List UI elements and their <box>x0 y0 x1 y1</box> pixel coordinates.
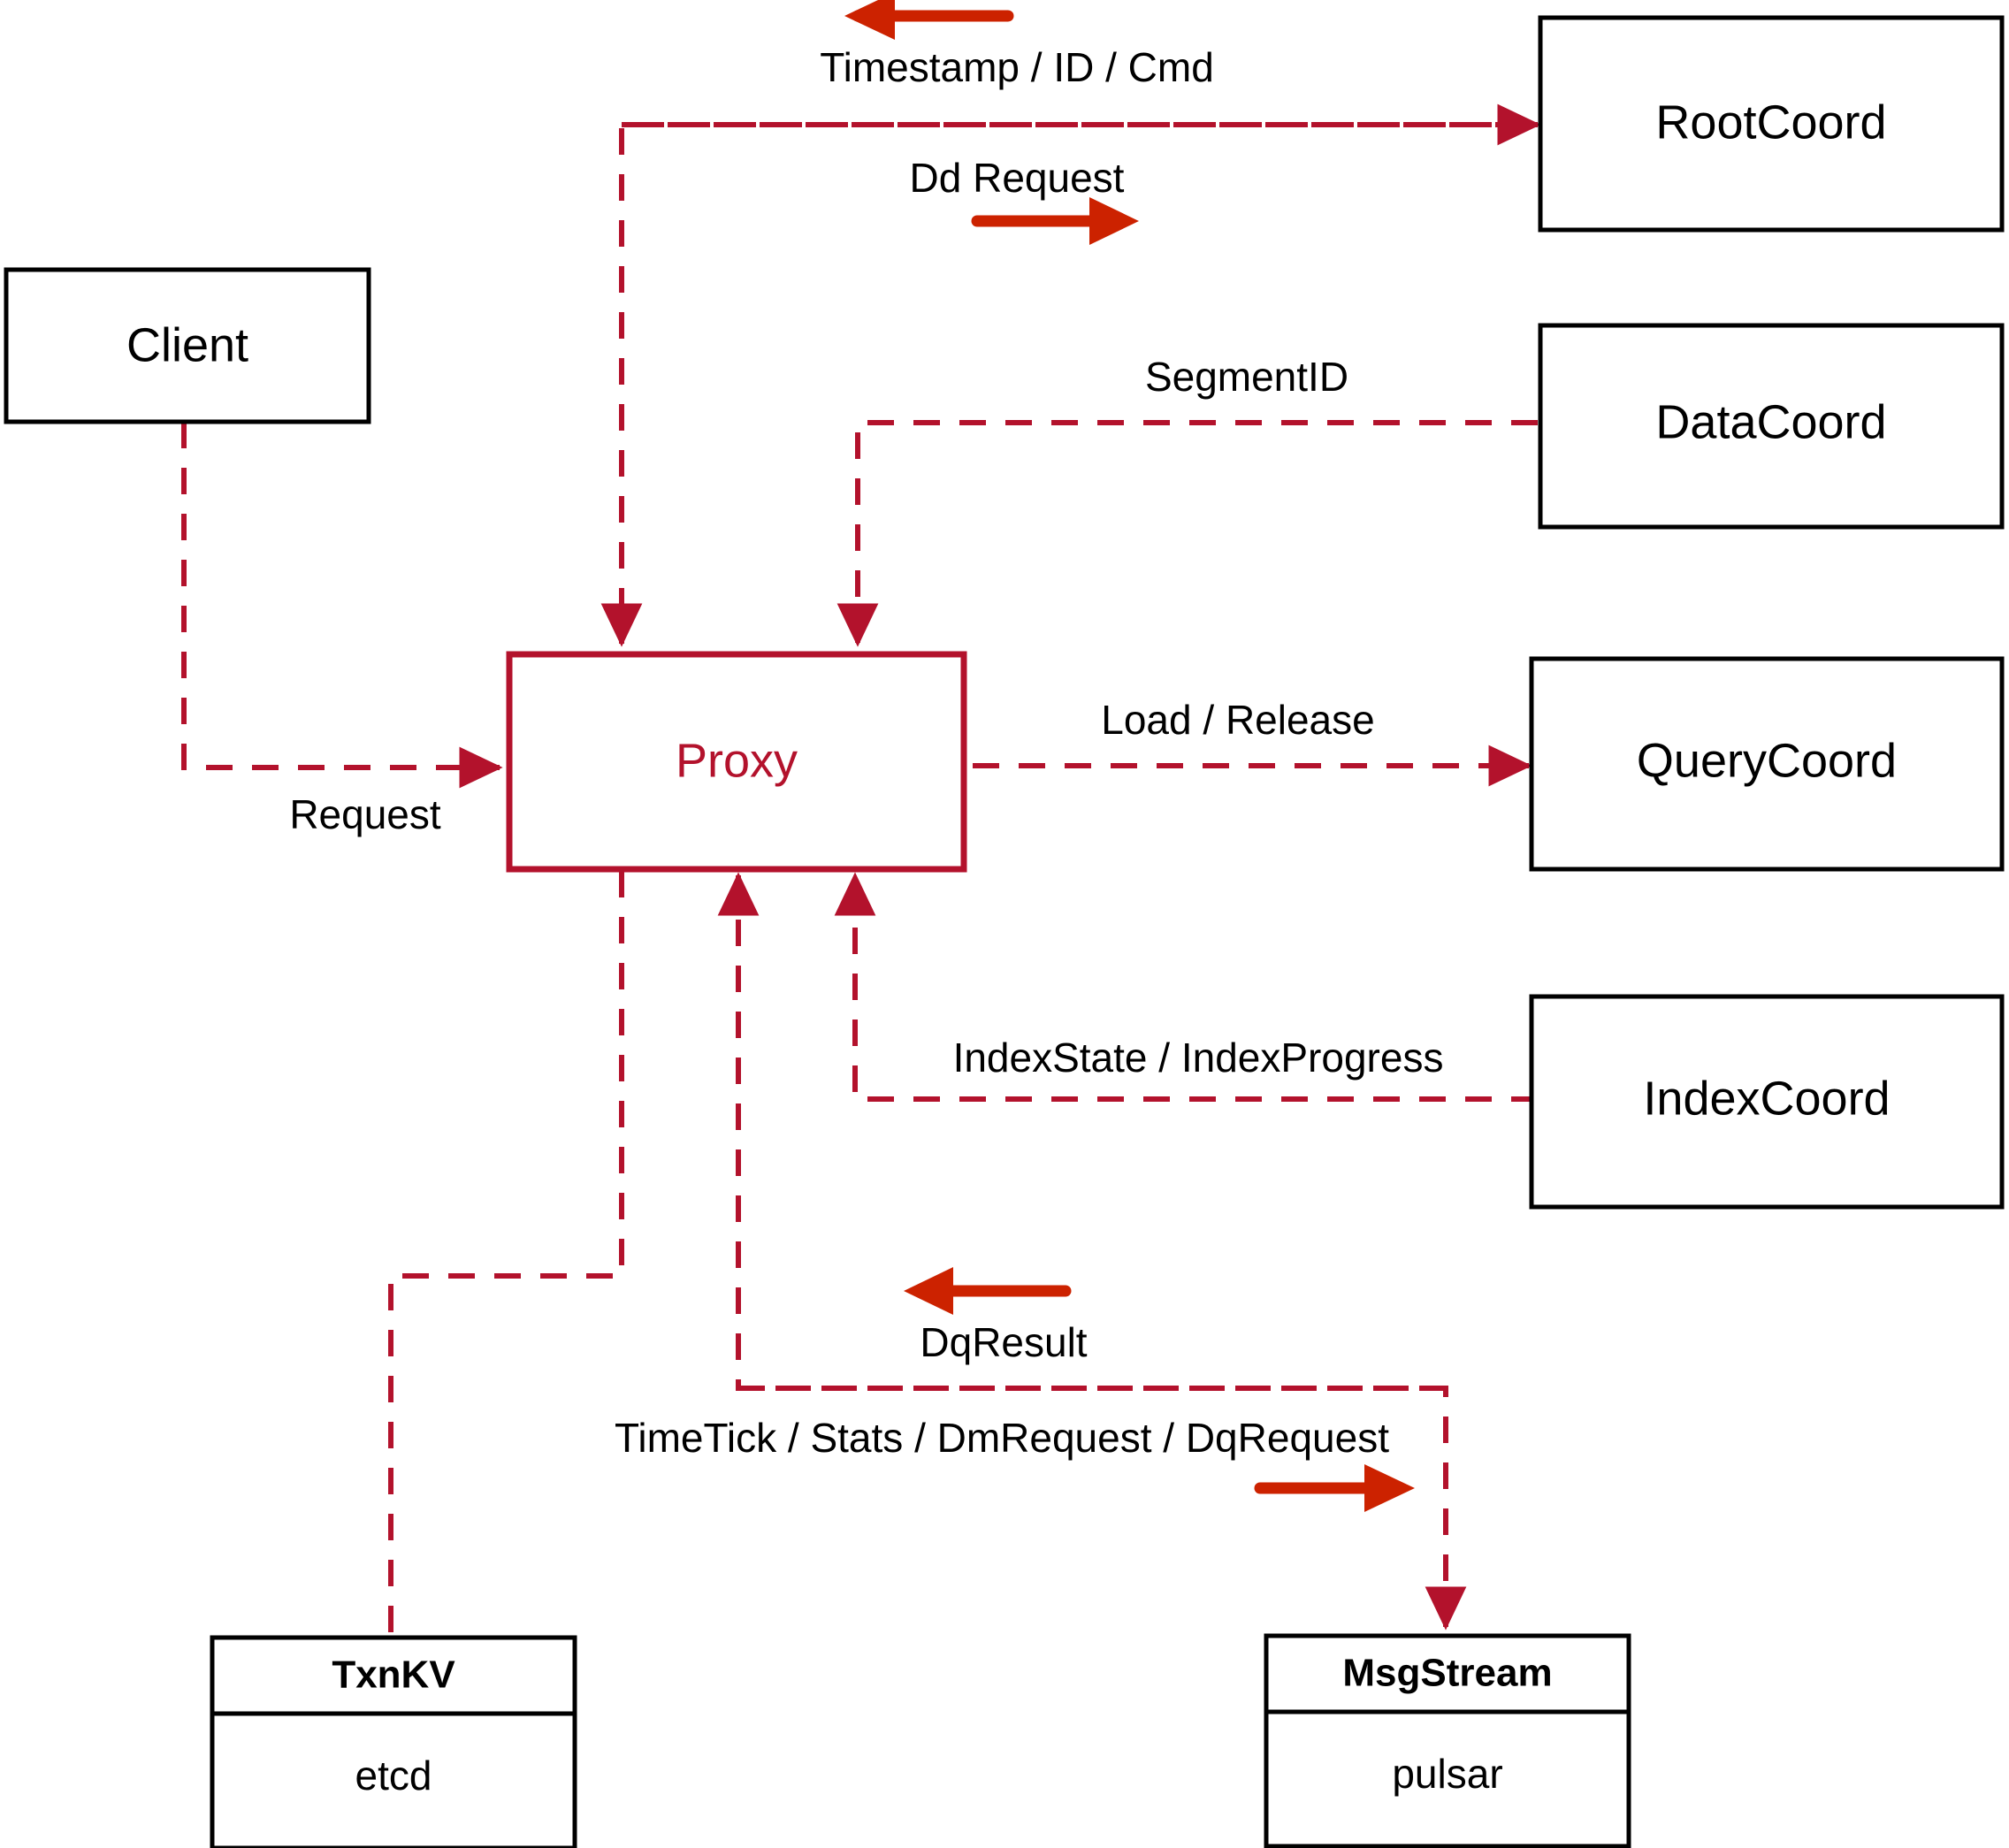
flow-proxy-txnkv <box>388 871 624 1638</box>
node-indexcoord-label: IndexCoord <box>1643 1072 1890 1125</box>
node-proxy[interactable]: Proxy <box>506 651 967 873</box>
edge-label-segment-id: SegmentID <box>1145 354 1348 400</box>
node-txnkv-label: TxnKV <box>332 1653 455 1697</box>
node-indexcoord[interactable]: IndexCoord <box>1529 994 2005 1210</box>
direction-arrow-dqresult <box>904 1267 1072 1315</box>
flow-rootcoord-proxy <box>600 122 1538 647</box>
flow-indexcoord-proxy <box>834 872 1538 1102</box>
edge-label-dd-request: Dd Request <box>910 155 1125 201</box>
node-datacoord-label: DataCoord <box>1655 395 1886 448</box>
node-client-label: Client <box>126 318 248 371</box>
flow-msgstream-proxy <box>717 872 1446 1391</box>
direction-arrow-timetick <box>1254 1464 1415 1512</box>
edge-label-load-release: Load / Release <box>1101 697 1374 743</box>
flow-proxy-msgstream <box>738 1386 1467 1630</box>
node-querycoord-label: QueryCoord <box>1637 734 1897 787</box>
edge-label-timetick-stats: TimeTick / Stats / DmRequest / DqRequest <box>615 1415 1389 1461</box>
node-datacoord[interactable]: DataCoord <box>1538 323 2005 530</box>
edge-label-timestamp-id-cmd: Timestamp / ID / Cmd <box>820 44 1214 90</box>
node-msgstream-sublabel: pulsar <box>1392 1751 1502 1797</box>
edge-label-request: Request <box>289 791 441 837</box>
node-rootcoord[interactable]: RootCoord <box>1538 15 2005 233</box>
direction-arrow-timestamp <box>844 0 1014 40</box>
node-txnkv-sublabel: etcd <box>355 1753 432 1798</box>
node-proxy-label: Proxy <box>676 734 798 787</box>
node-rootcoord-label: RootCoord <box>1655 95 1886 149</box>
flow-client-proxy <box>181 422 503 789</box>
node-msgstream-label: MsgStream <box>1342 1652 1552 1695</box>
node-client[interactable]: Client <box>4 267 371 424</box>
edge-label-index-state: IndexState / IndexProgress <box>953 1035 1444 1081</box>
flow-datacoord-proxy <box>836 420 1538 647</box>
node-msgstream[interactable]: MsgStream pulsar <box>1264 1633 1631 1848</box>
node-txnkv[interactable]: TxnKV etcd <box>210 1635 577 1848</box>
direction-arrow-dd-request <box>971 197 1139 245</box>
node-querycoord[interactable]: QueryCoord <box>1529 656 2005 872</box>
edge-label-dq-result: DqResult <box>920 1319 1087 1365</box>
